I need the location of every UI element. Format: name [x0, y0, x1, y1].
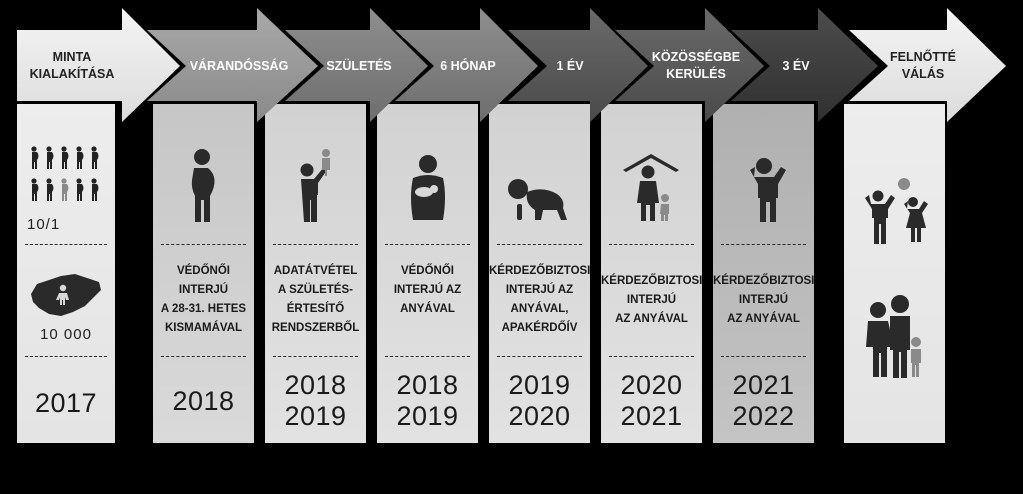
panel-6honap-content: VÉDŐNŐI INTERJÚ AZ ANYÁVAL 2018 2019	[377, 104, 478, 443]
pregnant-woman-icon	[191, 149, 215, 222]
desc-varandossag: VÉDŐNŐI INTERJÚ A 28-31. HETES KISMAMÁVA…	[160, 265, 247, 334]
divider	[385, 356, 470, 357]
stage-label-minta: MINTA KIALAKÍTÁSA	[29, 50, 115, 81]
pregnant-women-grid-icon	[31, 146, 99, 201]
arrow-felnotte	[849, 8, 1006, 122]
divider	[609, 356, 694, 357]
panel-felnotte-content	[844, 104, 945, 443]
desc-6honap: VÉDŐNŐI INTERJÚ AZ ANYÁVAL	[393, 265, 462, 315]
children-playing-ball-icon	[865, 178, 928, 244]
desc-1ev: KÉRDEZŐBIZTOSI INTERJÚ AZ ANYÁVAL, APAKÉ…	[489, 265, 591, 334]
year-6honap: 2018 2019	[396, 370, 459, 431]
panel-minta-content: 10/1 10 000 2017	[17, 104, 115, 443]
parent-lifting-baby-icon	[300, 149, 330, 222]
panel-szuletes-content: ADATÁTVÉTEL A SZÜLETÉS- ÉRTESÍTŐ RENDSZE…	[265, 104, 366, 443]
divider	[721, 244, 806, 245]
divider	[497, 356, 582, 357]
arrow-6honap	[395, 8, 538, 122]
arrow-varandossag	[147, 8, 318, 122]
child-arms-up-icon	[750, 158, 786, 222]
divider	[385, 244, 470, 245]
desc-szuletes: ADATÁTVÉTEL A SZÜLETÉS- ÉRTESÍTŐ RENDSZE…	[271, 265, 360, 334]
stage-label-kozosseg: KÖZÖSSÉGBE KERÜLÉS	[651, 50, 741, 81]
stage-label-3ev: 3 ÉV	[782, 58, 810, 73]
panel-varandossag-content: VÉDŐNŐI INTERJÚ A 28-31. HETES KISMAMÁVA…	[153, 104, 254, 443]
sample-size-text: 10 000	[40, 326, 92, 343]
divider	[25, 356, 107, 357]
year-szuletes: 2018 2019	[284, 370, 347, 431]
panel-szuletes	[265, 104, 366, 443]
desc-3ev: KÉRDEZŐBIZTOSI INTERJÚ AZ ANYÁVAL	[713, 275, 815, 325]
year-kozosseg: 2020 2021	[620, 370, 683, 431]
divider	[497, 244, 582, 245]
divider	[273, 356, 358, 357]
year-1ev: 2019 2020	[508, 370, 571, 431]
crawling-baby-icon	[508, 179, 567, 220]
stage-label-6honap: 6 HÓNAP	[440, 58, 496, 73]
arrow-1ev	[508, 8, 648, 122]
stage-label-1ev: 1 ÉV	[556, 58, 584, 73]
panel-1ev-content: KÉRDEZŐBIZTOSI INTERJÚ AZ ANYÁVAL, APAKÉ…	[489, 104, 590, 443]
divider	[273, 244, 358, 245]
ratio-text: 10/1	[27, 216, 61, 233]
panel-felnotte	[844, 104, 945, 443]
desc-kozosseg: KÉRDEZŐBIZTOSI INTERJÚ AZ ANYÁVAL	[601, 275, 703, 325]
panel-3ev-content: KÉRDEZŐBIZTOSI INTERJÚ AZ ANYÁVAL 2021 2…	[713, 104, 814, 443]
year-3ev: 2021 2022	[732, 370, 795, 431]
divider	[609, 244, 694, 245]
arrow-minta	[17, 8, 180, 122]
year-minta: 2017	[34, 388, 98, 418]
arrow-3ev	[731, 8, 878, 122]
mother-holding-baby-icon	[411, 155, 445, 220]
stage-label-varandossag: VÁRANDÓSSÁG	[189, 58, 289, 73]
house-mother-child-icon	[623, 154, 679, 221]
year-varandossag: 2018	[172, 386, 235, 416]
arrow-szuletes	[285, 8, 428, 122]
divider	[161, 356, 246, 357]
arrow-kozosseg	[615, 8, 764, 122]
hungary-map-icon	[31, 274, 101, 316]
family-icon	[866, 295, 921, 378]
divider	[25, 244, 107, 245]
panel-kozosseg-content: KÉRDEZŐBIZTOSI INTERJÚ AZ ANYÁVAL 2020 2…	[601, 104, 702, 443]
panel-kozosseg	[601, 104, 702, 443]
divider	[161, 244, 246, 245]
panel-1ev	[489, 104, 590, 443]
stage-label-felnotte: FELNŐTTÉ VÁLÁS	[890, 50, 956, 81]
stage-label-szuletes: SZÜLETÉS	[326, 58, 392, 73]
divider	[721, 356, 806, 357]
